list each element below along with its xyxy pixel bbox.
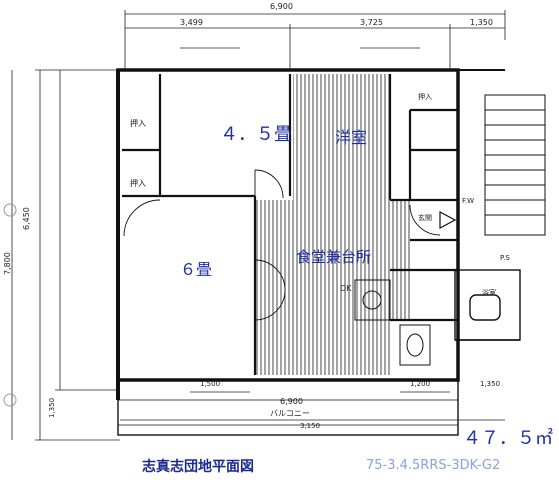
dim-bottom-side: 1,350 — [480, 380, 501, 388]
plan-code: 75-3.4.5RRS-3DK-G2 — [366, 458, 501, 473]
closet-label-3: 押入 — [418, 93, 432, 101]
left-dimension-lines — [11, 69, 120, 441]
toilet — [399, 324, 431, 366]
bath-label: 浴室 — [482, 289, 496, 297]
door-swings — [123, 169, 441, 321]
dim-left-outer: 7,800 — [3, 252, 12, 275]
dim-bottom-total: 6,900 — [280, 397, 303, 406]
bottom-dimension-lines — [120, 391, 505, 421]
balcony — [117, 379, 459, 436]
room-label-japanese-large: ６畳 — [180, 260, 213, 279]
western-room-floor — [293, 74, 390, 200]
entrance-label: 玄関 — [418, 214, 432, 222]
room-label-japanese-small: ４．５畳 — [220, 124, 292, 145]
room-label-dining-kitchen: 食堂兼台所 — [296, 248, 372, 266]
interior-walls — [122, 74, 458, 375]
dining-kitchen-floor-2 — [390, 200, 410, 320]
kitchen-counter — [354, 279, 391, 321]
binder-holes — [3, 203, 17, 407]
dim-top-right: 1,350 — [470, 18, 493, 27]
dining-kitchen-floor — [255, 200, 390, 375]
staircase — [484, 94, 546, 236]
dim-top-total: 6,900 — [270, 2, 293, 11]
total-area: ４７．５㎡ — [463, 428, 553, 449]
balcony-label: バルコニー — [270, 409, 310, 418]
dim-bottom-left: 1,500 — [200, 380, 221, 388]
room-label-western: 洋室 — [335, 128, 368, 147]
entrance-marker — [439, 211, 457, 229]
closet-label-1: 押入 — [130, 119, 146, 128]
dim-left-bottom: 1,350 — [48, 397, 56, 418]
ps-label: P.S — [500, 254, 510, 262]
dim-bottom-right: 1,200 — [410, 380, 431, 388]
fw-label: F.W — [462, 197, 475, 205]
dim-left-total: 6,450 — [22, 207, 31, 230]
dim-top-mid: 3,725 — [360, 18, 383, 27]
bath-room — [454, 269, 521, 341]
dim-top-left: 3,499 — [180, 18, 203, 27]
dim-balcony-width: 3,150 — [300, 422, 321, 430]
dk-label: DK — [340, 284, 352, 293]
plan-caption: 志真志団地平面図 — [142, 459, 254, 475]
closet-label-2: 押入 — [130, 179, 146, 188]
top-dimension-lines — [124, 10, 506, 70]
